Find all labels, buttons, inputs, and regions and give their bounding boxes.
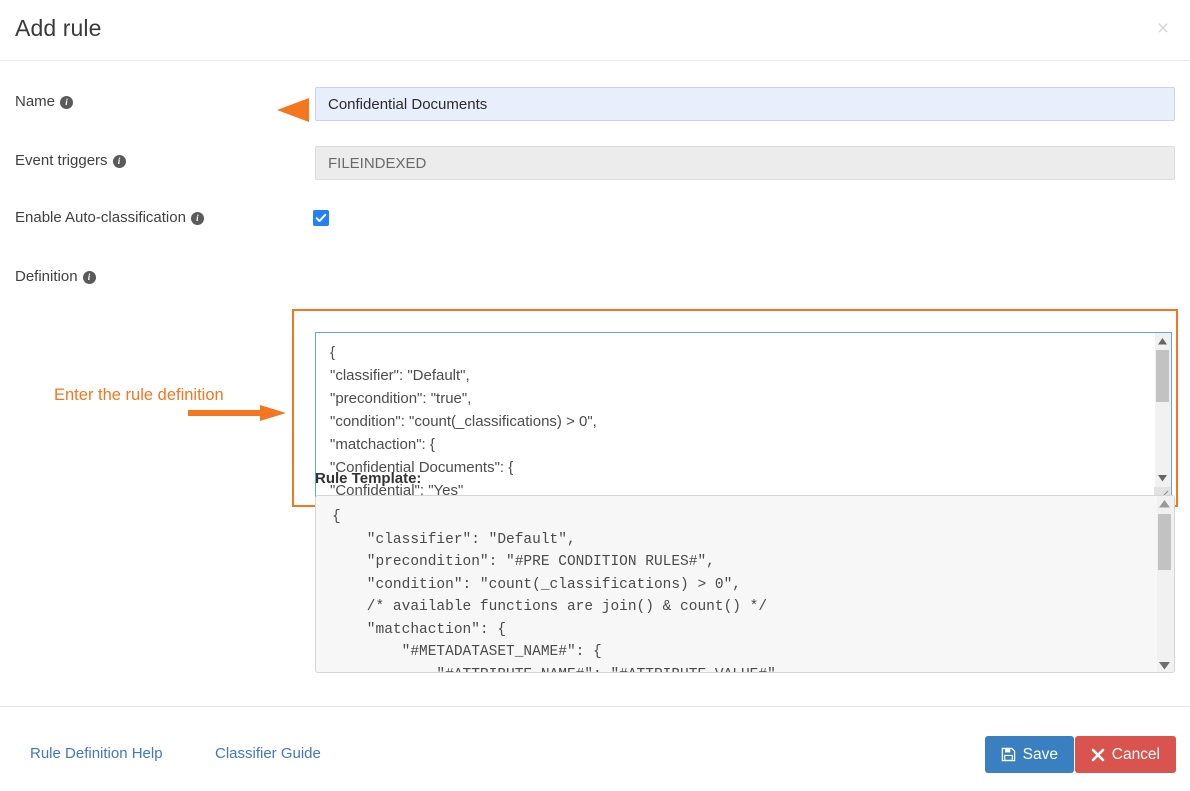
- event-triggers-input[interactable]: [315, 146, 1175, 180]
- definition-label: Definition i: [15, 268, 96, 285]
- definition-text: { "classifier": "Default", "precondition…: [330, 344, 597, 499]
- save-button-label: Save: [1022, 745, 1058, 763]
- dialog-footer: Rule Definition Help Classifier Guide Sa…: [0, 706, 1190, 791]
- caret-down-icon: [1159, 662, 1170, 670]
- annotation-note: Enter the rule definition: [54, 386, 224, 404]
- scroll-down-icon[interactable]: [1157, 658, 1172, 672]
- dialog-header: Add rule ×: [0, 0, 1190, 61]
- definition-scrollbar[interactable]: [1154, 332, 1172, 504]
- close-icon[interactable]: ×: [1156, 17, 1170, 40]
- scroll-up-icon[interactable]: [1157, 496, 1172, 512]
- name-input[interactable]: [315, 87, 1175, 121]
- caret-up-icon: [1158, 337, 1167, 344]
- auto-classification-label: Enable Auto-classification i: [15, 209, 204, 226]
- rule-template-box[interactable]: { "classifier": "Default", "precondition…: [315, 495, 1175, 673]
- rule-template-scroll-thumb[interactable]: [1158, 514, 1171, 570]
- annotation-arrow-right-icon: [188, 405, 286, 421]
- classifier-guide-link[interactable]: Classifier Guide: [215, 745, 321, 762]
- name-label-text: Name: [15, 93, 56, 110]
- auto-classification-checkbox[interactable]: [313, 210, 329, 226]
- scroll-down-icon[interactable]: [1155, 470, 1170, 486]
- event-triggers-label-text: Event triggers: [15, 152, 108, 169]
- scroll-up-icon[interactable]: [1155, 333, 1170, 349]
- floppy-disk-icon: [1001, 747, 1015, 762]
- auto-classification-label-text: Enable Auto-classification: [15, 209, 186, 226]
- caret-up-icon: [1159, 500, 1170, 508]
- rule-template-text: { "classifier": "Default", "precondition…: [332, 509, 776, 672]
- info-icon[interactable]: i: [82, 271, 96, 284]
- close-x-icon: [1091, 748, 1105, 761]
- definition-textarea[interactable]: { "classifier": "Default", "precondition…: [315, 332, 1155, 504]
- cancel-button[interactable]: Cancel: [1074, 736, 1176, 773]
- arrow-right-icon: [188, 405, 286, 421]
- check-icon: [315, 213, 327, 222]
- info-icon[interactable]: i: [112, 155, 126, 168]
- annotation-arrow-left-icon: [277, 96, 311, 124]
- definition-scroll-thumb[interactable]: [1156, 350, 1169, 402]
- info-icon[interactable]: i: [60, 96, 74, 109]
- rule-template-label: Rule Template:: [315, 470, 422, 487]
- definition-label-text: Definition: [15, 268, 78, 285]
- cancel-button-label: Cancel: [1111, 745, 1160, 763]
- arrow-left-icon: [277, 98, 309, 122]
- info-icon[interactable]: i: [190, 212, 204, 225]
- caret-down-icon: [1158, 474, 1167, 481]
- page-title: Add rule: [15, 15, 102, 41]
- rule-template-scrollbar[interactable]: [1157, 496, 1174, 672]
- rule-definition-help-link[interactable]: Rule Definition Help: [30, 745, 163, 762]
- save-button[interactable]: Save: [984, 736, 1074, 773]
- event-triggers-label: Event triggers i: [15, 152, 126, 169]
- definition-field[interactable]: { "classifier": "Default", "precondition…: [315, 332, 1172, 504]
